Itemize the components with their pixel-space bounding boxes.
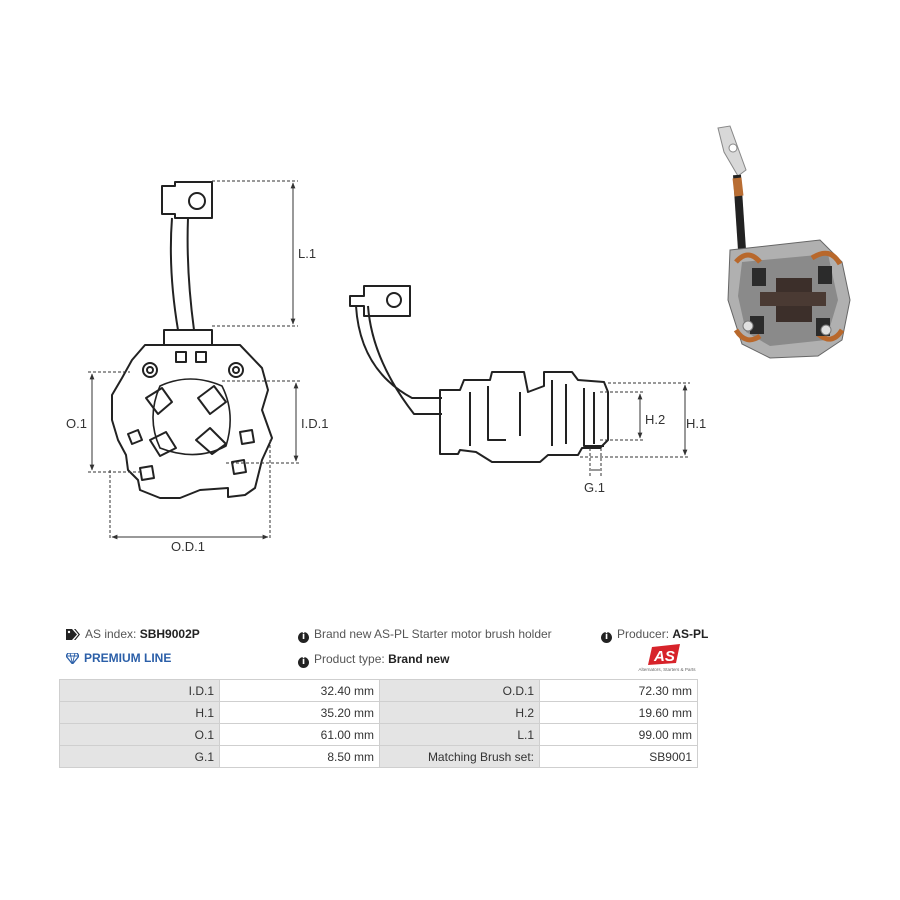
spec-label: L.1 bbox=[379, 723, 540, 746]
spec-value: 72.30 mm bbox=[539, 679, 698, 702]
product-type-label: Product type: bbox=[314, 652, 385, 666]
table-row: I.D.1 32.40 mm O.D.1 72.30 mm bbox=[59, 679, 698, 702]
diamond-icon bbox=[65, 652, 80, 667]
info-icon: i bbox=[298, 632, 309, 643]
logo-tagline: Alternators, Starters & Parts bbox=[638, 667, 696, 672]
holder-body-front bbox=[111, 344, 273, 499]
spec-label: O.D.1 bbox=[379, 679, 540, 702]
spec-value: 19.60 mm bbox=[539, 701, 698, 724]
table-row: O.1 61.00 mm L.1 99.00 mm bbox=[59, 723, 698, 746]
spec-label: O.1 bbox=[59, 723, 220, 746]
info-icon: i bbox=[601, 632, 612, 643]
producer-row: i Producer: AS-PL bbox=[601, 627, 708, 643]
spec-label: G.1 bbox=[59, 745, 220, 768]
spec-value: 99.00 mm bbox=[539, 723, 698, 746]
side-view-drawing bbox=[349, 285, 609, 463]
technical-drawing: L.1 O.1 I.D.1 O.D.1 H.2 H.1 G.1 bbox=[66, 125, 851, 554]
spec-value: 35.20 mm bbox=[219, 701, 380, 724]
dim-label-h1: H.1 bbox=[686, 416, 706, 431]
tag-icon bbox=[66, 629, 80, 643]
spec-value: 61.00 mm bbox=[219, 723, 380, 746]
front-view-drawing bbox=[111, 181, 273, 499]
spec-label: I.D.1 bbox=[59, 679, 220, 702]
cable-side bbox=[355, 305, 442, 415]
product-type-value: Brand new bbox=[388, 652, 450, 666]
matching-brush-set-link[interactable]: SB9001 bbox=[539, 745, 698, 768]
info-icon: i bbox=[298, 657, 309, 668]
logo-text: AS bbox=[653, 648, 675, 665]
spec-value: 8.50 mm bbox=[219, 745, 380, 768]
brush-box-2 bbox=[197, 385, 227, 415]
product-type-row: i Product type: Brand new bbox=[298, 652, 449, 668]
description-row: i Brand new AS-PL Starter motor brush hol… bbox=[298, 627, 552, 643]
as-index-row: AS index: SBH9002P bbox=[66, 627, 200, 643]
dim-label-g1: G.1 bbox=[584, 480, 605, 495]
dim-label-h2: H.2 bbox=[645, 412, 665, 427]
spec-table: I.D.1 32.40 mm O.D.1 72.30 mm H.1 35.20 … bbox=[59, 679, 698, 768]
terminal-lug-side bbox=[349, 285, 411, 317]
table-row: G.1 8.50 mm Matching Brush set: SB9001 bbox=[59, 745, 698, 768]
as-index-value: SBH9002P bbox=[139, 627, 200, 641]
producer-value: AS-PL bbox=[672, 627, 709, 641]
terminal-lug-front bbox=[161, 181, 213, 219]
as-index-label: AS index: bbox=[85, 627, 137, 641]
spec-value: 32.40 mm bbox=[219, 679, 380, 702]
dim-label-o1: O.1 bbox=[66, 416, 87, 431]
dimension-lines-front bbox=[88, 180, 300, 540]
dimension-lines-side bbox=[580, 382, 690, 476]
as-pl-logo: AS Alternators, Starters & Parts bbox=[638, 644, 696, 672]
spec-label: H.1 bbox=[59, 701, 220, 724]
spec-label: Matching Brush set: bbox=[379, 745, 540, 768]
spec-label: H.2 bbox=[379, 701, 540, 724]
premium-line-row: PREMIUM LINE bbox=[65, 651, 172, 667]
dim-label-l1: L.1 bbox=[298, 246, 316, 261]
dim-label-od1: O.D.1 bbox=[171, 539, 205, 554]
holder-body-side bbox=[439, 371, 609, 463]
product-photo bbox=[717, 125, 851, 359]
dim-label-id1: I.D.1 bbox=[301, 416, 328, 431]
table-row: H.1 35.20 mm H.2 19.60 mm bbox=[59, 701, 698, 724]
brush-box-1 bbox=[145, 387, 173, 415]
brush-box-4 bbox=[149, 431, 177, 457]
description-text: Brand new AS-PL Starter motor brush hold… bbox=[314, 627, 552, 641]
cable-front bbox=[169, 217, 195, 331]
premium-line-label: PREMIUM LINE bbox=[84, 651, 172, 665]
producer-label: Producer: bbox=[617, 627, 670, 641]
brush-box-3 bbox=[195, 427, 227, 455]
